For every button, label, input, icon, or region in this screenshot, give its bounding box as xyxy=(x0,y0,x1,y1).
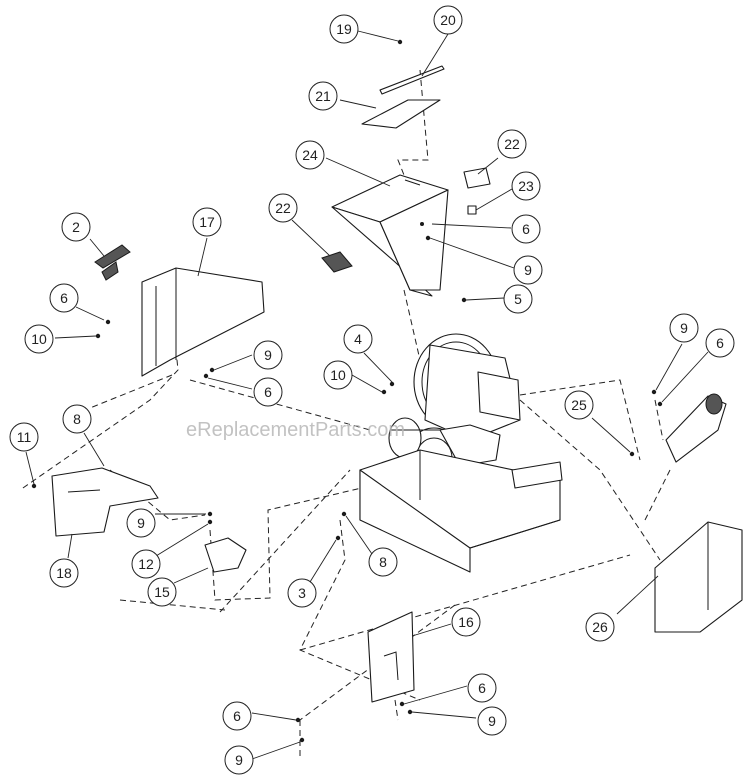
callout-9-right: 9 xyxy=(669,313,699,343)
callout-6-left: 6 xyxy=(49,283,79,313)
svg-text:6: 6 xyxy=(716,335,724,351)
svg-text:6: 6 xyxy=(478,680,486,696)
callout-22-upper: 22 xyxy=(497,129,527,159)
leader-lines xyxy=(25,30,709,760)
fasteners xyxy=(31,39,663,743)
callout-17: 17 xyxy=(192,207,222,237)
callout-18: 18 xyxy=(49,558,79,588)
callout-4: 4 xyxy=(343,324,373,354)
svg-text:8: 8 xyxy=(73,411,81,427)
svg-text:18: 18 xyxy=(56,565,72,581)
part-15-bracket xyxy=(204,537,247,573)
svg-text:9: 9 xyxy=(137,515,145,531)
part-22-decal-left xyxy=(321,251,353,273)
discharge-chute xyxy=(665,393,727,463)
svg-text:19: 19 xyxy=(336,21,352,37)
callout-11: 11 xyxy=(9,422,39,452)
callout-6-cover: 6 xyxy=(253,377,283,407)
part-16-panel xyxy=(367,611,415,703)
svg-text:21: 21 xyxy=(315,88,331,104)
svg-text:9: 9 xyxy=(235,752,243,768)
part-22-decal-right xyxy=(463,167,491,189)
svg-text:22: 22 xyxy=(504,136,520,152)
assembly-dashed-lines xyxy=(19,69,671,760)
svg-text:25: 25 xyxy=(571,397,587,413)
callout-21: 21 xyxy=(308,81,338,111)
svg-text:4: 4 xyxy=(354,331,362,347)
part-2-emblem xyxy=(94,244,131,281)
part-23-clip xyxy=(467,205,477,215)
svg-text:16: 16 xyxy=(458,614,474,630)
callout-9-panel: 9 xyxy=(126,508,156,538)
svg-text:6: 6 xyxy=(233,708,241,724)
svg-text:10: 10 xyxy=(330,367,346,383)
callout-15: 15 xyxy=(147,577,177,607)
svg-text:26: 26 xyxy=(592,619,608,635)
svg-text:9: 9 xyxy=(264,347,272,363)
main-frame xyxy=(359,449,563,573)
callout-6-hopper: 6 xyxy=(511,214,541,244)
svg-text:6: 6 xyxy=(522,221,530,237)
svg-text:8: 8 xyxy=(379,554,387,570)
part-21-plate xyxy=(361,99,441,129)
callout-23: 23 xyxy=(511,171,541,201)
svg-text:9: 9 xyxy=(524,262,532,278)
callout-16: 16 xyxy=(451,607,481,637)
callout-6-right: 6 xyxy=(705,328,735,358)
svg-text:10: 10 xyxy=(31,331,47,347)
callout-9-bottom-left: 9 xyxy=(224,745,254,775)
callout-19: 19 xyxy=(329,14,359,44)
callout-9-bottom-right: 9 xyxy=(477,706,507,736)
callout-2: 2 xyxy=(61,212,91,242)
part-20-bar xyxy=(379,65,445,95)
svg-text:6: 6 xyxy=(264,384,272,400)
svg-text:9: 9 xyxy=(488,713,496,729)
svg-text:9: 9 xyxy=(680,320,688,336)
part-26-engine-cover xyxy=(654,521,743,633)
callout-12: 12 xyxy=(131,549,161,579)
callout-10-center: 10 xyxy=(323,360,353,390)
callout-10-left: 10 xyxy=(24,324,54,354)
callout-6-bottom-right: 6 xyxy=(467,673,497,703)
svg-text:22: 22 xyxy=(275,200,291,216)
callout-25: 25 xyxy=(564,390,594,420)
svg-text:11: 11 xyxy=(17,429,32,445)
callouts: 19 20 21 24 22 23 22 6 9 5 2 17 6 10 9 6… xyxy=(9,5,735,775)
callout-26: 26 xyxy=(585,612,615,642)
svg-text:2: 2 xyxy=(72,219,80,235)
svg-text:23: 23 xyxy=(518,178,534,194)
callout-24: 24 xyxy=(295,140,325,170)
svg-text:15: 15 xyxy=(154,584,170,600)
svg-text:3: 3 xyxy=(298,585,306,601)
part-17-belt-cover xyxy=(141,267,265,377)
svg-text:12: 12 xyxy=(138,556,154,572)
part-24-hopper xyxy=(331,174,449,297)
svg-text:6: 6 xyxy=(60,290,68,306)
svg-text:24: 24 xyxy=(302,147,318,163)
callout-5: 5 xyxy=(503,284,533,314)
callout-6-bottom-left: 6 xyxy=(222,701,252,731)
part-18-side-panel xyxy=(51,467,159,537)
svg-text:17: 17 xyxy=(199,214,215,230)
callout-8-left: 8 xyxy=(62,404,92,434)
callout-9-hopper: 9 xyxy=(513,255,543,285)
callout-20: 20 xyxy=(433,5,463,35)
watermark: eReplacementParts.com xyxy=(186,419,405,441)
svg-text:5: 5 xyxy=(514,291,522,307)
svg-text:20: 20 xyxy=(440,12,456,28)
callout-3: 3 xyxy=(287,578,317,608)
callout-8-center: 8 xyxy=(368,547,398,577)
callout-22-lower: 22 xyxy=(268,193,298,223)
callout-9-cover: 9 xyxy=(253,340,283,370)
